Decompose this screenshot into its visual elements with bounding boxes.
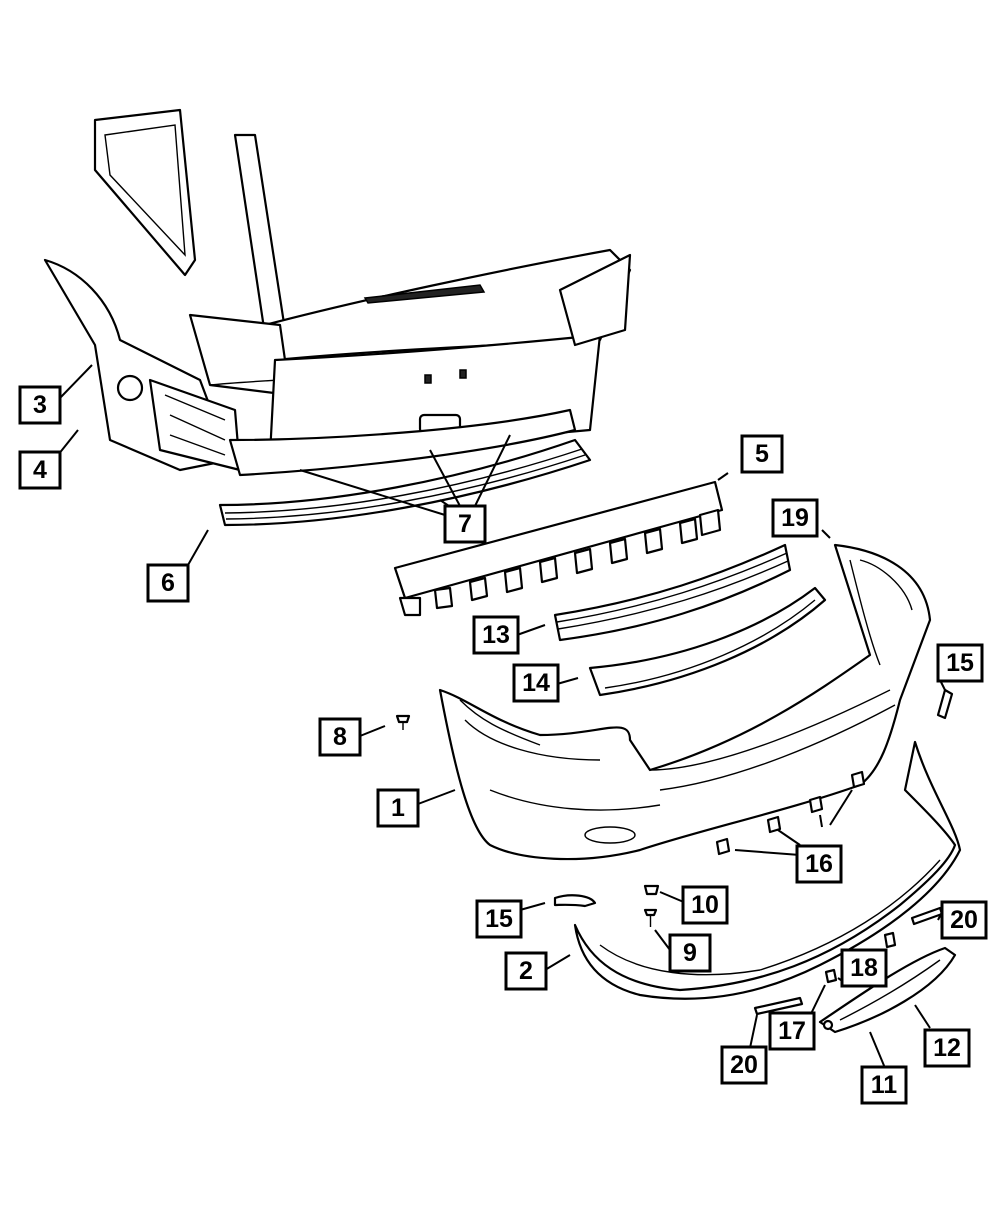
svg-text:8: 8 [333, 723, 347, 751]
svg-text:7: 7 [458, 510, 472, 538]
svg-text:10: 10 [691, 891, 719, 919]
callout-13: 13 [472, 615, 520, 655]
part-1-bumper-fascia [438, 543, 932, 861]
svg-text:9: 9 [683, 939, 697, 967]
callout-4: 4 [18, 450, 62, 490]
callout-19: 19 [771, 498, 819, 538]
callout-14: 14 [512, 663, 560, 703]
part-20-bracket-left [753, 996, 804, 1016]
svg-text:12: 12 [933, 1034, 961, 1062]
svg-text:4: 4 [33, 456, 47, 484]
callout-20-right: 20 [940, 900, 988, 940]
svg-text:5: 5 [755, 440, 769, 468]
svg-text:13: 13 [482, 621, 510, 649]
part-16-clips [715, 770, 866, 856]
callout-16: 16 [795, 844, 843, 884]
svg-text:17: 17 [778, 1017, 806, 1045]
part-5-energy-absorber [393, 480, 724, 617]
part-15-reflector-right [936, 688, 954, 720]
svg-text:2: 2 [519, 957, 533, 985]
callout-10: 10 [681, 885, 729, 925]
part-13-applique [553, 543, 792, 642]
svg-text:15: 15 [485, 905, 513, 933]
svg-text:20: 20 [730, 1051, 758, 1079]
callout-2: 2 [504, 951, 548, 991]
callout-7: 7 [443, 504, 487, 544]
callout-6: 6 [146, 563, 190, 603]
svg-text:1: 1 [391, 794, 405, 822]
part-2-lower-valance [573, 740, 962, 1000]
callout-15-left: 15 [475, 899, 523, 939]
part-14-bracket [588, 586, 827, 697]
callout-8: 8 [318, 717, 362, 757]
svg-text:18: 18 [850, 954, 878, 982]
part-17-clip [824, 968, 838, 984]
svg-text:11: 11 [871, 1071, 898, 1099]
svg-text:16: 16 [805, 850, 833, 878]
part-10-nut [643, 884, 660, 896]
part-20-bracket-right [910, 906, 944, 926]
callout-20-left: 20 [720, 1045, 768, 1085]
callout-18: 18 [840, 948, 888, 988]
callouts: 1 2 3 4 5 6 7 8 [18, 385, 988, 1105]
svg-text:14: 14 [522, 669, 550, 697]
callout-15-right: 15 [936, 643, 984, 683]
part-8-push-pin [395, 714, 411, 730]
svg-text:6: 6 [161, 569, 175, 597]
callout-3: 3 [18, 385, 62, 425]
callout-9: 9 [668, 933, 712, 973]
svg-text:19: 19 [781, 504, 809, 532]
callout-12: 12 [923, 1028, 971, 1068]
svg-text:3: 3 [33, 391, 47, 419]
callout-5: 5 [740, 434, 784, 474]
callout-1: 1 [376, 788, 420, 828]
vehicle-body [43, 108, 632, 477]
part-11-12-skid-plate [818, 946, 957, 1034]
svg-text:20: 20 [950, 906, 978, 934]
part-15-reflector-left [553, 894, 597, 908]
part-9-bolt [643, 908, 658, 927]
svg-text:15: 15 [946, 649, 974, 677]
callout-11: 11 [860, 1065, 908, 1105]
part-18-clip [883, 931, 897, 949]
part-6-step-pad [218, 438, 592, 527]
callout-17: 17 [768, 1011, 816, 1051]
